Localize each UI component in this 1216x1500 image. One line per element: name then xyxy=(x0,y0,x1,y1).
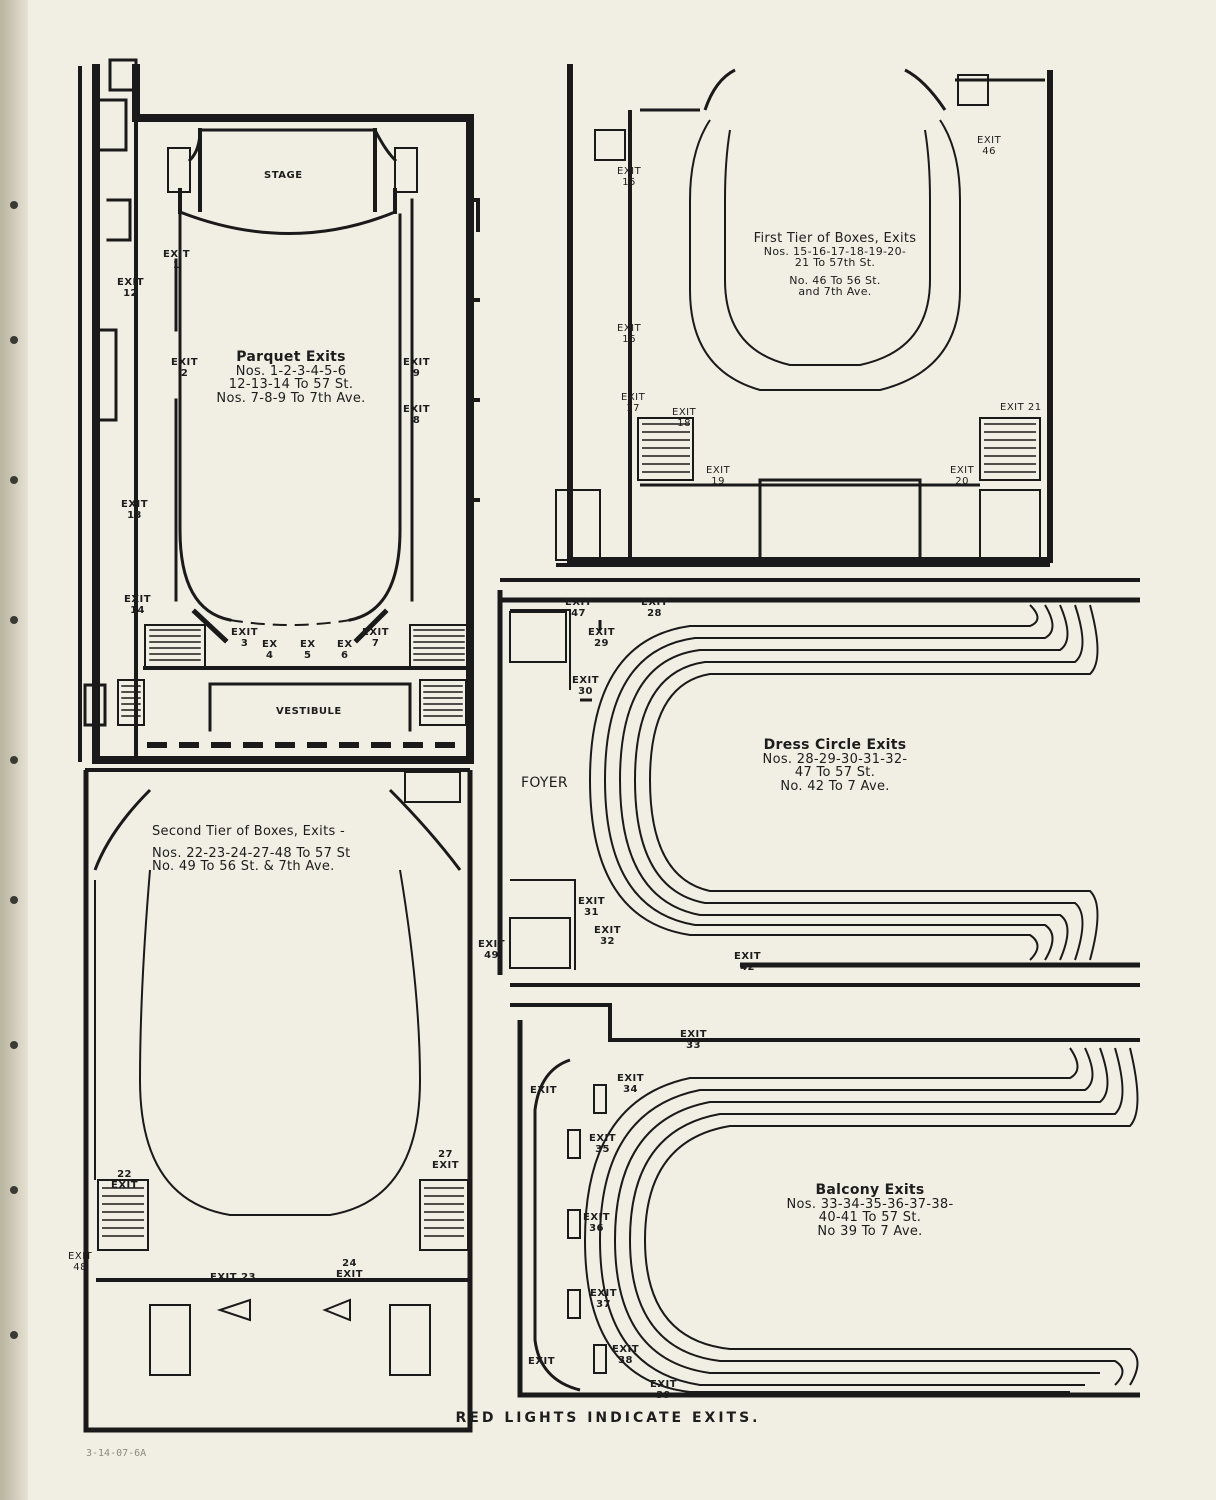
second-tier-line1: Nos. 22-23-24-27-48 To 57 St xyxy=(152,845,351,861)
exit-15: EXIT 15 xyxy=(617,166,642,188)
parquet-line3: Nos. 7-8-9 To 7th Ave. xyxy=(216,390,366,406)
exit-12: EXIT 12 xyxy=(117,277,145,299)
exit-7: EXIT 7 xyxy=(362,627,390,649)
balcony-line3: No 39 To 7 Ave. xyxy=(817,1223,923,1239)
exit-22: 22 EXIT xyxy=(111,1169,139,1191)
exit-14: EXIT 14 xyxy=(124,594,152,616)
exit-2: EXIT 2 xyxy=(171,357,199,379)
exit-30: EXIT 30 xyxy=(572,675,600,697)
exit-32: EXIT 32 xyxy=(594,925,622,947)
exit-18: EXIT 18 xyxy=(672,407,697,429)
exit-5: EX 5 xyxy=(300,639,316,661)
balcony-title: Balcony Exits xyxy=(815,1182,925,1198)
exit-1: EXIT 1 xyxy=(163,249,191,271)
exit-31: EXIT 31 xyxy=(578,896,606,918)
first-tier-legend: First Tier of Boxes, Exits Nos. 15-16-17… xyxy=(740,232,930,298)
first-tier-line4: and 7th Ave. xyxy=(798,285,872,299)
exit-47: EXIT 47 xyxy=(565,597,593,619)
footer-note: RED LIGHTS INDICATE EXITS. xyxy=(455,1410,761,1426)
pencil-annotation: 3-14-07-6A xyxy=(86,1448,147,1459)
dress-circle-plan xyxy=(497,578,1140,975)
exit-17: EXIT 17 xyxy=(621,392,646,414)
dress-circle-title: Dress Circle Exits xyxy=(763,737,907,753)
second-tier-line2: No. 49 To 56 St. & 7th Ave. xyxy=(152,859,335,875)
parquet-plan xyxy=(78,58,480,764)
exit-8: EXIT 8 xyxy=(403,404,431,426)
exit-9: EXIT 9 xyxy=(403,357,431,379)
binding-holes xyxy=(10,201,18,1339)
first-tier-line1: Nos. 15-16-17-18-19-20- xyxy=(763,244,907,258)
exit-41: EXIT xyxy=(528,1356,556,1367)
exit-48: EXIT 48 xyxy=(68,1251,93,1273)
second-tier-legend: Second Tier of Boxes, Exits - Nos. 22-23… xyxy=(152,825,351,874)
vestibule-label: VESTIBULE xyxy=(276,706,342,717)
balcony-line1: Nos. 33-34-35-36-37-38- xyxy=(786,1196,954,1212)
first-tier-title: First Tier of Boxes, Exits xyxy=(753,231,917,246)
dress-circle-line3: No. 42 To 7 Ave. xyxy=(780,778,890,794)
balcony-line2: 40-41 To 57 St. xyxy=(818,1210,922,1226)
parquet-legend: Parquet Exits Nos. 1-2-3-4-5-6 12-13-14 … xyxy=(196,350,386,406)
second-tier-plan xyxy=(83,768,473,1433)
exit-28: EXIT 28 xyxy=(641,597,669,619)
first-tier-line3: No. 46 To 56 St. xyxy=(789,273,881,287)
exit-40: EXIT xyxy=(530,1085,558,1096)
exit-6: EX 6 xyxy=(337,639,353,661)
parquet-line2: 12-13-14 To 57 St. xyxy=(228,377,354,393)
exit-19: EXIT 19 xyxy=(706,465,731,487)
exit-38: EXIT 38 xyxy=(612,1344,640,1366)
exit-3: EXIT 3 xyxy=(231,627,259,649)
binding-gutter xyxy=(0,0,28,1500)
second-tier-title: Second Tier of Boxes, Exits - xyxy=(152,824,345,839)
first-tier-plan xyxy=(555,64,1053,567)
first-tier-line2: 21 To 57th St. xyxy=(794,256,876,270)
exit-13: EXIT 13 xyxy=(121,499,149,521)
exit-24: 24 EXIT xyxy=(336,1258,364,1280)
exit-21: EXIT 21 xyxy=(1000,402,1042,413)
stage-label: STAGE xyxy=(264,170,303,181)
exit-39: EXIT 39 xyxy=(650,1379,678,1401)
dress-circle-line1: Nos. 28-29-30-31-32- xyxy=(762,751,908,767)
parquet-title: Parquet Exits xyxy=(236,349,346,365)
exit-20: EXIT 20 xyxy=(950,465,975,487)
exit-49: EXIT 49 xyxy=(478,939,506,961)
exit-33: EXIT 33 xyxy=(680,1029,708,1051)
dress-circle-line2: 47 To 57 St. xyxy=(794,765,876,781)
exit-37: EXIT 37 xyxy=(590,1288,618,1310)
parquet-line1: Nos. 1-2-3-4-5-6 xyxy=(235,363,347,379)
exit-4: EX 4 xyxy=(262,639,278,661)
exit-35: EXIT 35 xyxy=(589,1133,617,1155)
foyer-label: FOYER xyxy=(521,775,568,791)
exit-16: EXIT 16 xyxy=(617,323,642,345)
exit-27: 27 EXIT xyxy=(432,1149,460,1171)
exit-23: EXIT 23 xyxy=(210,1272,256,1283)
exit-34: EXIT 34 xyxy=(617,1073,645,1095)
balcony-legend: Balcony Exits Nos. 33-34-35-36-37-38- 40… xyxy=(760,1183,980,1239)
exit-29: EXIT 29 xyxy=(588,627,616,649)
exit-46: EXIT 46 xyxy=(977,135,1002,157)
dress-circle-legend: Dress Circle Exits Nos. 28-29-30-31-32- … xyxy=(730,738,940,794)
balcony-plan xyxy=(510,983,1140,1398)
exit-36: EXIT 36 xyxy=(583,1212,611,1234)
exit-42: EXIT 42 xyxy=(734,951,762,973)
